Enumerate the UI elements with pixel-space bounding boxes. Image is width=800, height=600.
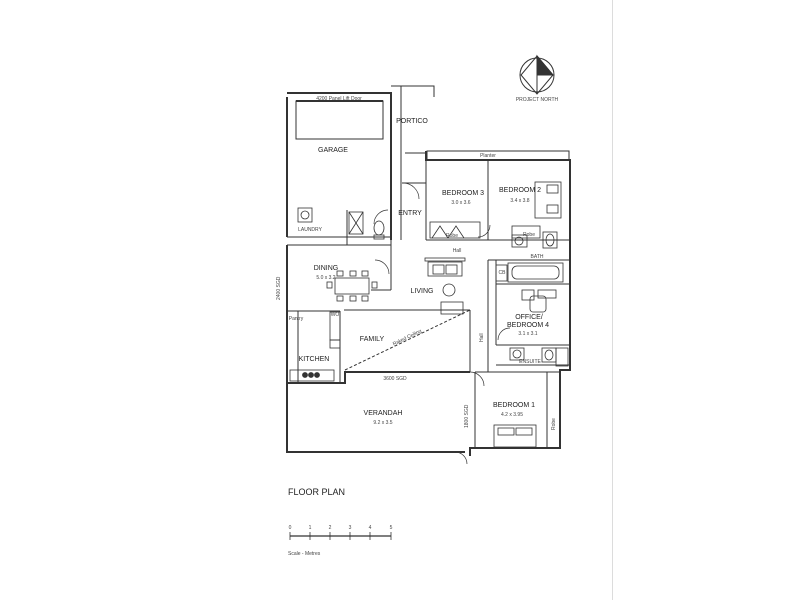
laundry-fixtures bbox=[297, 207, 385, 240]
label-pantry: Pantry bbox=[288, 316, 304, 322]
ensuite-fixtures bbox=[509, 347, 569, 367]
page-edge-line bbox=[612, 0, 613, 600]
scale-tick-3: 3 bbox=[348, 525, 352, 531]
room-size-bedroom3: 3.0 x 3.6 bbox=[451, 200, 471, 206]
room-size-dining: 5.0 x 3.2 bbox=[316, 275, 336, 281]
room-label-laundry: LAUNDRY bbox=[298, 227, 322, 233]
dimension-2400-sgd: 2400 SGD bbox=[276, 276, 282, 300]
planter-box bbox=[426, 150, 570, 161]
portico-walls bbox=[391, 85, 435, 240]
bedroom2-fixtures bbox=[511, 181, 562, 239]
label-robe-bedroom1: Robe bbox=[551, 418, 557, 430]
room-label-bedroom3: BEDROOM 3 bbox=[441, 190, 485, 197]
door-swings bbox=[373, 182, 511, 465]
bath-fixtures bbox=[495, 231, 564, 283]
scale-caption: Scale - Metres bbox=[288, 551, 321, 557]
label-hall-top: Hall bbox=[452, 248, 462, 254]
scale-tick-2: 2 bbox=[328, 525, 332, 531]
label-wo: WO bbox=[330, 312, 340, 318]
dimension-1800-sgd: 1800 SGD bbox=[464, 404, 470, 428]
room-size-bedroom1: 4.2 x 3.95 bbox=[501, 412, 523, 418]
scale-tick-1: 1 bbox=[308, 525, 312, 531]
room-label-dining: DINING bbox=[313, 265, 339, 272]
room-label-garage: GARAGE bbox=[318, 147, 348, 154]
north-label: PROJECT NORTH bbox=[515, 97, 559, 103]
room-label-living: LIVING bbox=[410, 288, 434, 295]
plan-title: FLOOR PLAN bbox=[288, 487, 346, 497]
exterior-walls bbox=[286, 92, 571, 456]
kitchen-fixtures bbox=[289, 311, 341, 382]
room-label-verandah: VERANDAH bbox=[363, 410, 403, 417]
living-furniture bbox=[424, 257, 466, 315]
scale-tick-4: 4 bbox=[368, 525, 372, 531]
raked-ceiling-line bbox=[344, 309, 471, 371]
room-label-portico: PORTICO bbox=[396, 118, 428, 125]
room-label-entry: ENTRY bbox=[398, 210, 422, 217]
room-size-verandah: 9.2 x 3.5 bbox=[373, 420, 393, 426]
label-robe-bedroom3: Robe bbox=[446, 233, 458, 239]
room-label-bath: BATH bbox=[530, 254, 544, 260]
room-label-family: FAMILY bbox=[359, 336, 385, 343]
room-size-bedroom2: 3.4 x 3.8 bbox=[510, 198, 530, 204]
scale-tick-0: 0 bbox=[288, 525, 292, 531]
dimension-3600-sgd: 3600 SGD bbox=[383, 376, 407, 382]
scale-tick-5: 5 bbox=[389, 525, 393, 531]
room-label-bedroom4: BEDROOM 4 bbox=[506, 322, 550, 329]
room-label-ensuite: ENSUITE bbox=[519, 359, 541, 365]
room-label-office: OFFICE/ bbox=[515, 314, 543, 321]
office-fixtures bbox=[521, 289, 557, 313]
room-size-office: 3.1 x 3.1 bbox=[518, 331, 538, 337]
room-label-kitchen: KITCHEN bbox=[298, 356, 330, 363]
room-label-bedroom2: BEDROOM 2 bbox=[498, 187, 542, 194]
label-cb: CB bbox=[498, 270, 506, 276]
scale-bar bbox=[289, 532, 392, 540]
bedroom1-fixtures bbox=[493, 424, 537, 448]
label-hall-side: Hall bbox=[479, 333, 485, 342]
label-robe-bedroom2: Robe bbox=[523, 232, 535, 238]
garage-door bbox=[295, 100, 384, 140]
north-arrow-icon bbox=[519, 54, 555, 95]
bedroom3-fixtures bbox=[429, 221, 481, 239]
room-label-planter: Planter bbox=[480, 153, 496, 159]
garage-door-note: 4200 Panel Lift Door bbox=[316, 96, 362, 102]
dining-table bbox=[326, 270, 378, 302]
room-label-bedroom1: BEDROOM 1 bbox=[492, 402, 536, 409]
